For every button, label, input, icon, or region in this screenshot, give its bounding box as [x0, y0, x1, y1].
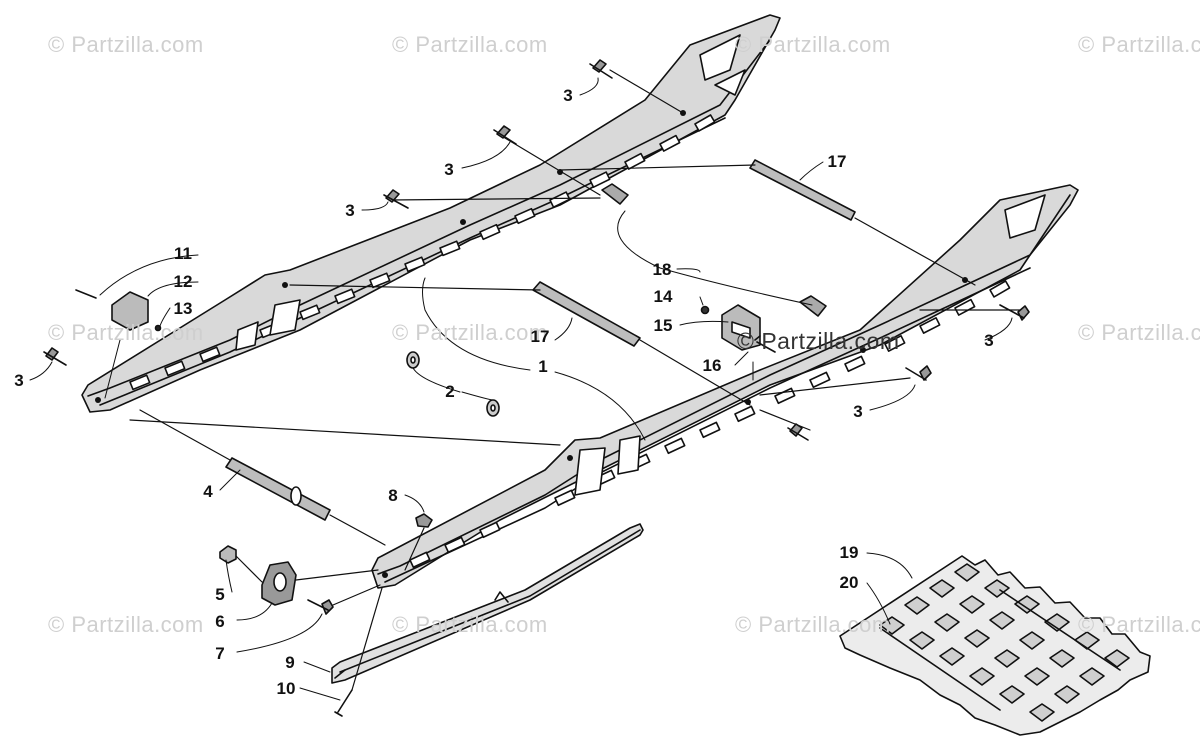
callout-4: 4: [203, 482, 213, 501]
bolt-7: [307, 599, 334, 615]
bolt-3-upper-mid: [493, 125, 517, 145]
block-12: [111, 291, 149, 331]
callout-18: 18: [652, 260, 672, 279]
callout-20: 20: [839, 573, 859, 592]
callout-12: 12: [173, 272, 193, 291]
spacer-18-b: [799, 295, 827, 317]
callout-2: 2: [445, 382, 455, 401]
callout-8: 8: [388, 486, 398, 505]
callout-15: 15: [653, 316, 673, 335]
screw-16: [754, 335, 776, 353]
bolt-3-left-front: [43, 347, 67, 366]
callout-16: 16: [702, 356, 722, 375]
callout-19: 19: [839, 543, 859, 562]
nut-5: [219, 545, 237, 564]
clip-8: [415, 513, 433, 528]
bolt-3-right-lower: [787, 423, 809, 441]
bolt-3-top: [589, 59, 613, 79]
right-side-rail: [371, 184, 1079, 589]
callout-14: 14: [653, 287, 673, 306]
watermark: © Partzilla.com: [1078, 32, 1200, 57]
track-section-19: [839, 555, 1151, 736]
pin-14: [700, 305, 710, 315]
callout-10: 10: [276, 679, 296, 698]
washer-2-upper: [406, 351, 420, 369]
callout-7: 7: [215, 644, 225, 663]
callout-17-upper: 17: [827, 152, 847, 171]
watermark: © Partzilla.com: [392, 320, 548, 345]
watermark: © Partzilla.com: [48, 612, 204, 637]
watermark: © Partzilla.com: [735, 612, 891, 637]
cam-6: [261, 561, 297, 606]
block-15: [721, 304, 761, 351]
callout-3-upper-mid: 3: [444, 160, 454, 179]
bolt-3-right-rear: [999, 304, 1030, 321]
washer-2-lower: [486, 399, 500, 417]
spacer-18-a: [601, 183, 629, 205]
fastener-13: [154, 324, 162, 332]
bolt-3-left-mid: [383, 189, 409, 209]
bolt-3-right-front: [905, 365, 932, 381]
callout-9: 9: [285, 653, 295, 672]
watermark: © Partzilla.com: [1078, 320, 1200, 345]
screw-10: [334, 689, 353, 717]
callout-5: 5: [215, 585, 225, 604]
callout-3-right-rear: 3: [984, 331, 994, 350]
watermark: © Partzilla.com: [735, 32, 891, 57]
watermark: © Partzilla.com: [392, 32, 548, 57]
callout-13: 13: [173, 299, 193, 318]
watermark: © Partzilla.com: [1078, 612, 1200, 637]
callout-6: 6: [215, 612, 225, 631]
callout-1: 1: [538, 357, 548, 376]
watermark: © Partzilla.com: [48, 32, 204, 57]
watermark: © Partzilla.com: [48, 320, 204, 345]
slide-rail-9: [331, 523, 644, 684]
cross-shaft-lower: [532, 281, 641, 347]
pin-11: [75, 289, 97, 299]
front-axle: [225, 457, 331, 521]
callout-3-left-front: 3: [14, 371, 24, 390]
left-side-rail: [81, 14, 781, 413]
watermark: © Partzilla.com: [392, 612, 548, 637]
callout-3-left-mid: 3: [345, 201, 355, 220]
callout-3-right-front: 3: [853, 402, 863, 421]
callout-17-lower: 17: [530, 327, 550, 346]
callout-11: 11: [174, 244, 192, 263]
watermark-center: © Partzilla.com: [737, 328, 900, 354]
leader-lines: [29, 77, 1013, 701]
callout-3-top: 3: [563, 86, 573, 105]
